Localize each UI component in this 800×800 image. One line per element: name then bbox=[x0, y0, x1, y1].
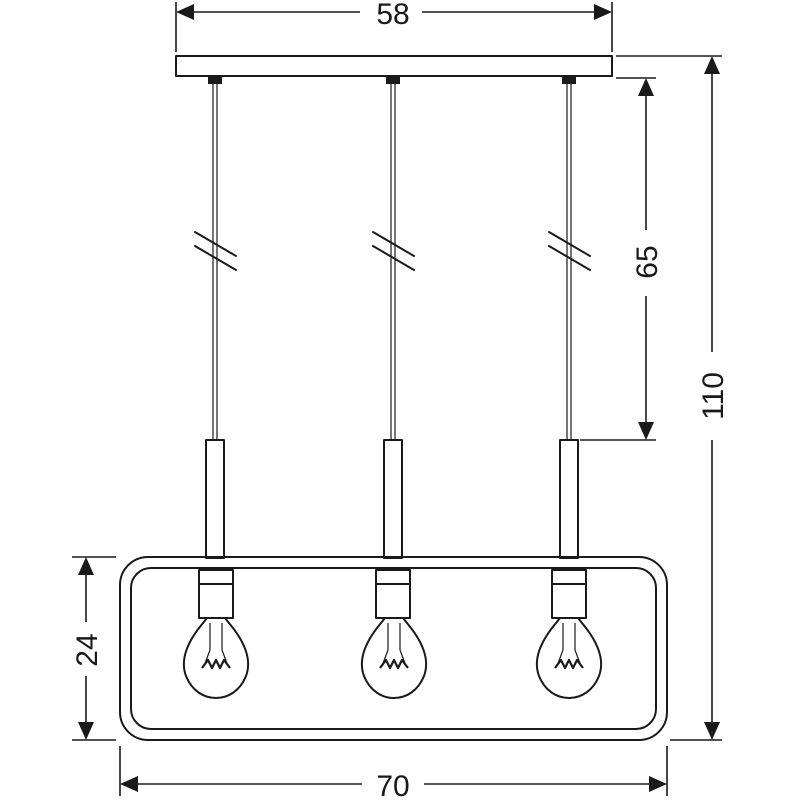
light-bulb-middle bbox=[360, 617, 428, 699]
dimension-total-height: 110 bbox=[616, 55, 730, 741]
dimension-frame-height: 24 bbox=[71, 556, 116, 741]
dimension-label-70: 70 bbox=[376, 770, 409, 800]
light-bulb-left bbox=[182, 617, 250, 699]
dimension-canopy-width: 58 bbox=[175, 0, 613, 52]
light-bulbs bbox=[182, 617, 603, 699]
bulb-sockets bbox=[198, 569, 587, 619]
cable-break-marks bbox=[194, 231, 591, 271]
light-bulb-right bbox=[535, 617, 603, 699]
dimension-frame-width: 70 bbox=[119, 746, 668, 800]
pendant-cables bbox=[212, 84, 572, 440]
ceiling-canopy bbox=[175, 55, 613, 84]
dimension-label-110: 110 bbox=[697, 372, 730, 420]
dimension-label-58: 58 bbox=[376, 0, 409, 31]
dimension-label-24: 24 bbox=[71, 633, 104, 666]
dimension-label-65: 65 bbox=[631, 245, 664, 278]
rod-sleeves bbox=[205, 439, 579, 559]
dimension-cable-length: 65 bbox=[580, 77, 664, 441]
lamp-frame bbox=[119, 556, 668, 741]
